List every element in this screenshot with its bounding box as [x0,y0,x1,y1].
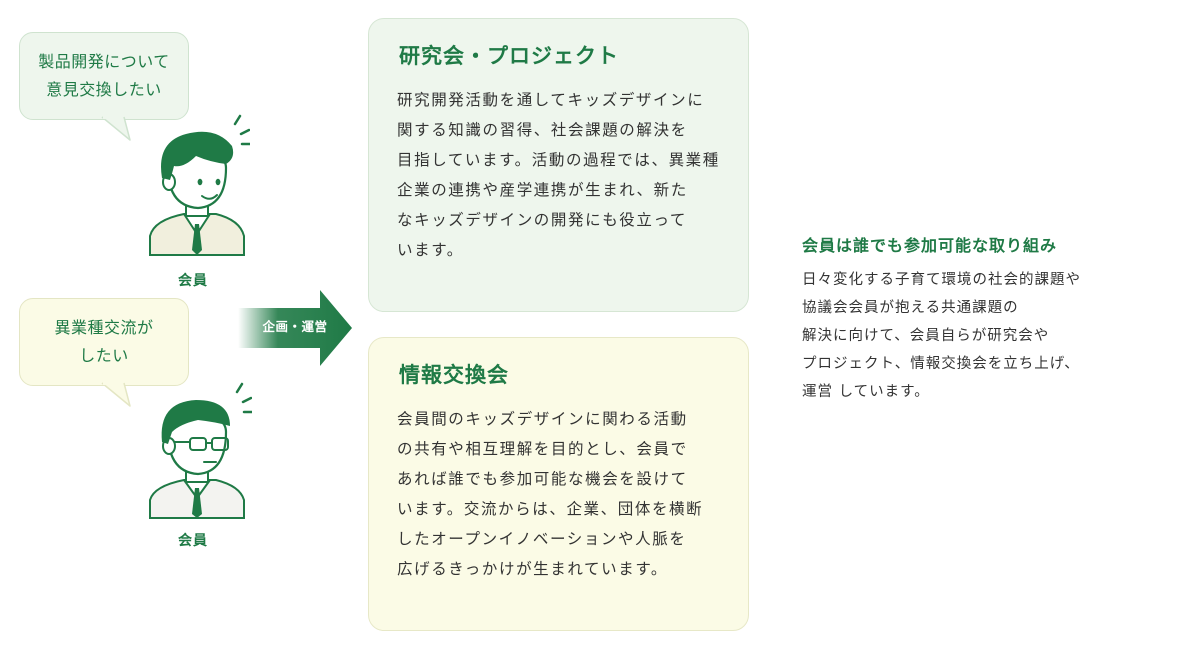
card-line: なキッズデザインの開発にも役立って [397,211,687,229]
card-line: 会員間のキッズデザインに関わる活動 [397,410,688,428]
side-line: 運営 しています。 [802,384,930,400]
member2-speech-bubble: 異業種交流が したい [19,298,189,386]
card-title: 情報交換会 [399,363,509,387]
side-line: プロジェクト、情報交換会を立ち上げ、 [802,356,1080,372]
member1-speech-bubble: 製品開発について 意見交換したい [19,32,189,120]
card-line: 企業の連携や産学連携が生まれ、新た [397,181,688,199]
side-title: 会員は誰でも参加可能な取り組み [802,236,1058,255]
member2-avatar-icon [149,382,252,519]
card-line: います。交流からは、企業、団体を横断 [397,500,704,518]
arrow-right-icon [238,290,352,366]
side-line: 解決に向けて、会員自らが研究会や [802,328,1050,344]
research-project-card: 研究会・プロジェクト 研究開発活動を通してキッズデザインに 関する知識の習得、社… [368,18,749,312]
card-line: あれば誰でも参加可能な機会を設けて [397,470,688,488]
card-title: 研究会・プロジェクト [399,44,619,68]
side-line: 協議会会員が抱える共通課題の [802,300,1019,316]
bubble-line: 製品開発について [38,52,170,71]
member1-avatar-icon [149,114,250,256]
arrow-label: 企画・運営 [262,319,328,334]
card-line: 研究開発活動を通してキッズデザインに [397,91,705,109]
bubble-tail-icon [101,116,131,141]
card-body: 研究開発活動を通してキッズデザインに 関する知識の習得、社会課題の解決を 目指し… [397,85,722,265]
bubble-line: したい [79,346,129,365]
bubble-line: 意見交換したい [46,80,162,99]
card-line: います。 [397,241,464,259]
member2-label: 会員 [178,533,208,549]
card-body: 会員間のキッズデザインに関わる活動 の共有や相互理解を目的とし、会員で あれば誰… [397,404,722,584]
card-line: の共有や相互理解を目的とし、会員で [397,440,688,458]
card-line: 目指しています。活動の過程では、異業種 [397,151,720,169]
member1-label: 会員 [178,273,208,289]
bubble-line: 異業種交流が [54,318,154,337]
side-description: 日々変化する子育て環境の社会的課題や 協議会会員が抱える共通課題の 解決に向けて… [802,266,1081,406]
information-exchange-card: 情報交換会 会員間のキッズデザインに関わる活動 の共有や相互理解を目的とし、会員… [368,337,749,631]
card-line: 関する知識の習得、社会課題の解決を [397,121,688,139]
card-line: 広げるきっかけが生まれています。 [397,560,668,578]
card-line: したオープンイノベーションや人脈を [397,530,687,548]
side-line: 日々変化する子育て環境の社会的課題や [802,272,1081,288]
bubble-tail-icon [101,382,131,407]
